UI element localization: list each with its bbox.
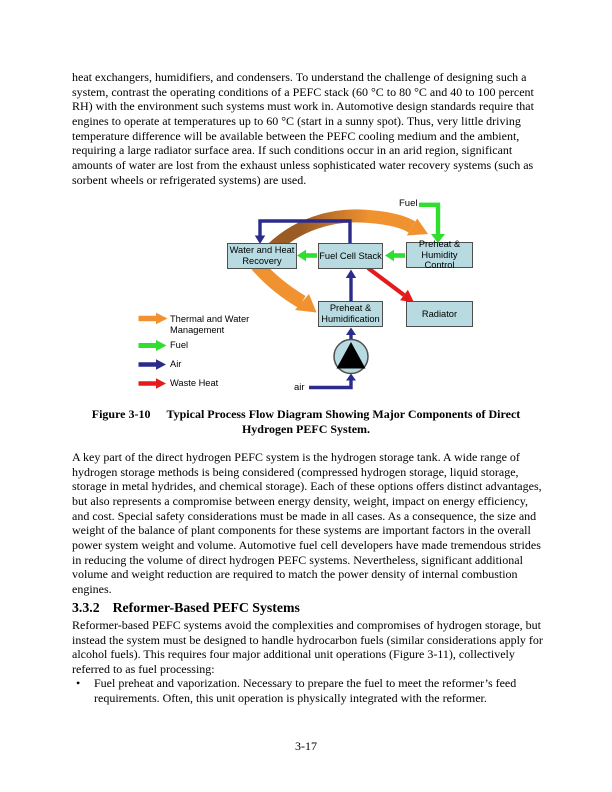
section-title: Reformer-Based PEFC Systems <box>112 600 300 615</box>
paragraph-reformer-based: Reformer-based PEFC systems avoid the co… <box>72 618 543 677</box>
node-water-heat-recovery: Water and Heat Recovery <box>227 243 297 269</box>
legend-air-label: Air <box>170 359 182 369</box>
air-inlet-arrow <box>309 373 356 390</box>
legend-air-arrow-icon <box>138 359 166 370</box>
fuel-inlet-label: Fuel <box>399 198 418 209</box>
legend-thermal-arrow-icon <box>138 312 168 325</box>
paragraph-hydrogen-storage: A key part of the direct hydrogen PEFC s… <box>72 450 542 597</box>
air-inlet-label: air <box>294 382 305 393</box>
legend-fuel-label: Fuel <box>170 340 189 350</box>
section-number: 3.3.2 <box>72 600 100 615</box>
fuel-to-stack-arrow <box>385 249 405 262</box>
legend-waste-heat-arrow-icon <box>138 378 166 389</box>
list-item-fuel-preheat: • Fuel preheat and vaporization. Necessa… <box>72 676 543 705</box>
page-number: 3-17 <box>295 739 317 753</box>
node-preheat-humidity-control: Preheat & Humidity Control <box>406 239 473 270</box>
compressor-icon <box>333 338 369 375</box>
air-to-stack-arrow <box>345 269 357 301</box>
section-heading: 3.3.2 Reformer-Based PEFC Systems <box>72 600 543 616</box>
node-radiator: Radiator <box>406 301 473 327</box>
legend-waste-heat-label: Waste Heat <box>170 378 219 388</box>
air-loop-arrow <box>254 219 352 244</box>
bullet-marker-icon: • <box>76 676 81 690</box>
thermal-management-arrow-bottom <box>251 260 317 313</box>
paragraph-heat-exchangers: heat exchangers, humidifiers, and conden… <box>72 70 534 187</box>
node-fuel-cell-stack: Fuel Cell Stack <box>318 243 383 269</box>
fuel-inlet-arrow <box>419 202 445 243</box>
figure-caption-text: Typical Process Flow Diagram Showing Maj… <box>166 407 521 436</box>
waste-heat-arrow <box>366 266 414 303</box>
compressor-to-preheat-arrow <box>346 327 356 339</box>
figure-caption: Figure 3-10 Typical Process Flow Diagram … <box>66 407 546 437</box>
stack-to-recovery-arrow <box>297 249 317 262</box>
node-preheat-humidification: Preheat & Humidification <box>318 301 383 327</box>
figure-caption-label: Figure 3-10 <box>91 407 151 421</box>
legend-thermal-label: Thermal and Water Management <box>170 314 250 336</box>
bullet-text: Fuel preheat and vaporization. Necessary… <box>94 676 517 705</box>
legend-fuel-arrow-icon <box>138 340 167 351</box>
